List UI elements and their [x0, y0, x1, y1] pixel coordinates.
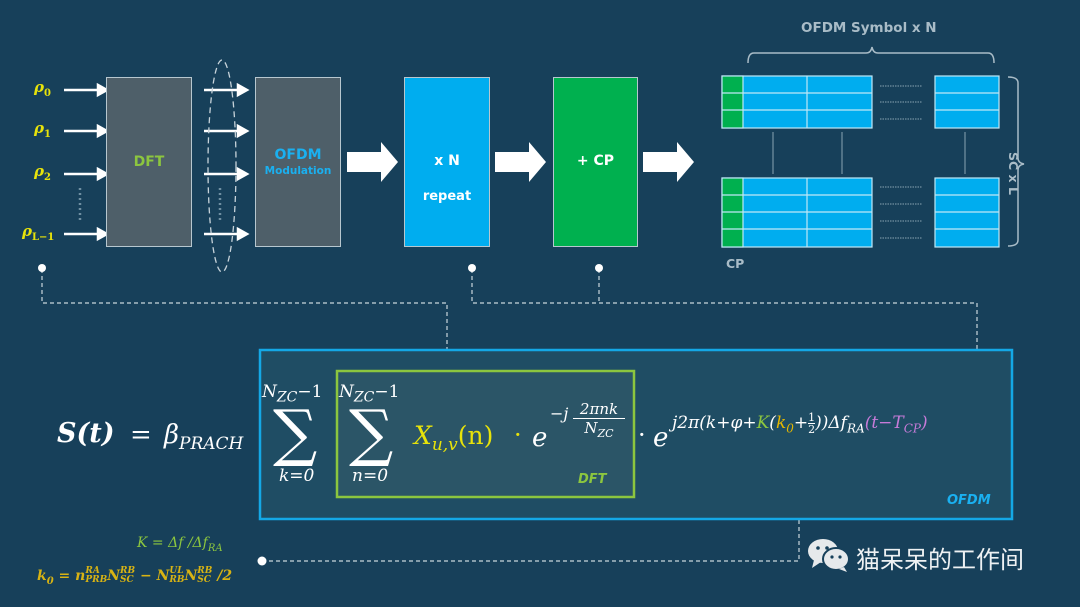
ofdm-modulation-block: OFDM Modulation: [255, 77, 341, 247]
outer-sum-upper: NZC−1: [262, 382, 323, 406]
wechat-icon: [806, 538, 852, 572]
input-label-0: ρ0: [34, 78, 51, 99]
dft-exp-fraction: 2πnk NZC: [573, 401, 625, 443]
K-definition: K = Δf /ΔfRA: [137, 535, 223, 554]
ofdm-block-sublabel: Modulation: [264, 165, 332, 177]
dft-exp-prefix: −j: [550, 404, 569, 423]
repeat-block-sublabel: repeat: [422, 189, 472, 204]
dft-block-label: DFT: [133, 154, 165, 170]
watermark-text: 猫呆呆的工作间: [856, 546, 1024, 574]
dft-exp-numerator: 2πnk: [573, 401, 625, 419]
inner-sum-lower: n=0: [352, 466, 389, 486]
symbol-grid-bottom: [721, 177, 1000, 248]
ofdm-block-label: OFDM: [274, 147, 322, 163]
flow-arrow-2: [495, 142, 546, 182]
input-label-1: ρ1: [34, 119, 51, 140]
grid-vertical-ellipsis: [772, 132, 966, 174]
input-arrows: [64, 82, 110, 242]
add-cp-block: + CP: [553, 77, 638, 247]
input-label-2: ρ2: [34, 162, 51, 183]
parallel-ellipse: [207, 59, 237, 273]
ofdm-tag: OFDM: [947, 493, 991, 508]
dft-exp-denominator: NZC: [584, 419, 614, 440]
connector-K: [262, 457, 800, 562]
subcarrier-label: SC x L: [1006, 152, 1021, 195]
add-cp-block-label: + CP: [576, 153, 615, 169]
dashed-connectors: [41, 269, 978, 562]
dot-1: ·: [514, 421, 522, 449]
symbol-grid-top: [721, 75, 1000, 129]
formula-beta: βPRACH: [164, 420, 244, 455]
ofdm-symbol-label: OFDM Symbol x N: [801, 20, 937, 36]
outer-sum-lower: k=0: [279, 466, 315, 486]
flow-arrows: [347, 142, 694, 182]
formula-lhs: S(t): [57, 418, 115, 449]
flow-arrow-3: [643, 142, 694, 182]
repeat-block-label: x N: [434, 153, 460, 169]
ofdm-exp-base: e: [653, 423, 669, 453]
parallel-arrows: [204, 82, 250, 242]
cp-label: CP: [726, 256, 745, 271]
inner-sum-upper: NZC−1: [339, 382, 400, 406]
input-label-last: ρL−1: [22, 222, 55, 243]
connector-ofdm: [471, 269, 978, 427]
right-brace: [1007, 76, 1025, 247]
x-term: Xu,v(n): [414, 421, 494, 455]
dft-tag: DFT: [578, 472, 607, 487]
flow-arrow-1: [347, 142, 398, 182]
inner-sum-sigma: ∑: [349, 396, 394, 469]
repeat-block: x N repeat: [404, 77, 490, 247]
dft-formula-box: [335, 369, 636, 499]
dft-block: DFT: [106, 77, 192, 247]
dft-exp-base: e: [532, 423, 548, 453]
dot-2: ·: [638, 421, 646, 449]
formula-equals: =: [130, 420, 152, 450]
top-brace: [747, 46, 995, 64]
connector-dft: [41, 269, 448, 400]
outer-sum-sigma: ∑: [273, 396, 318, 469]
